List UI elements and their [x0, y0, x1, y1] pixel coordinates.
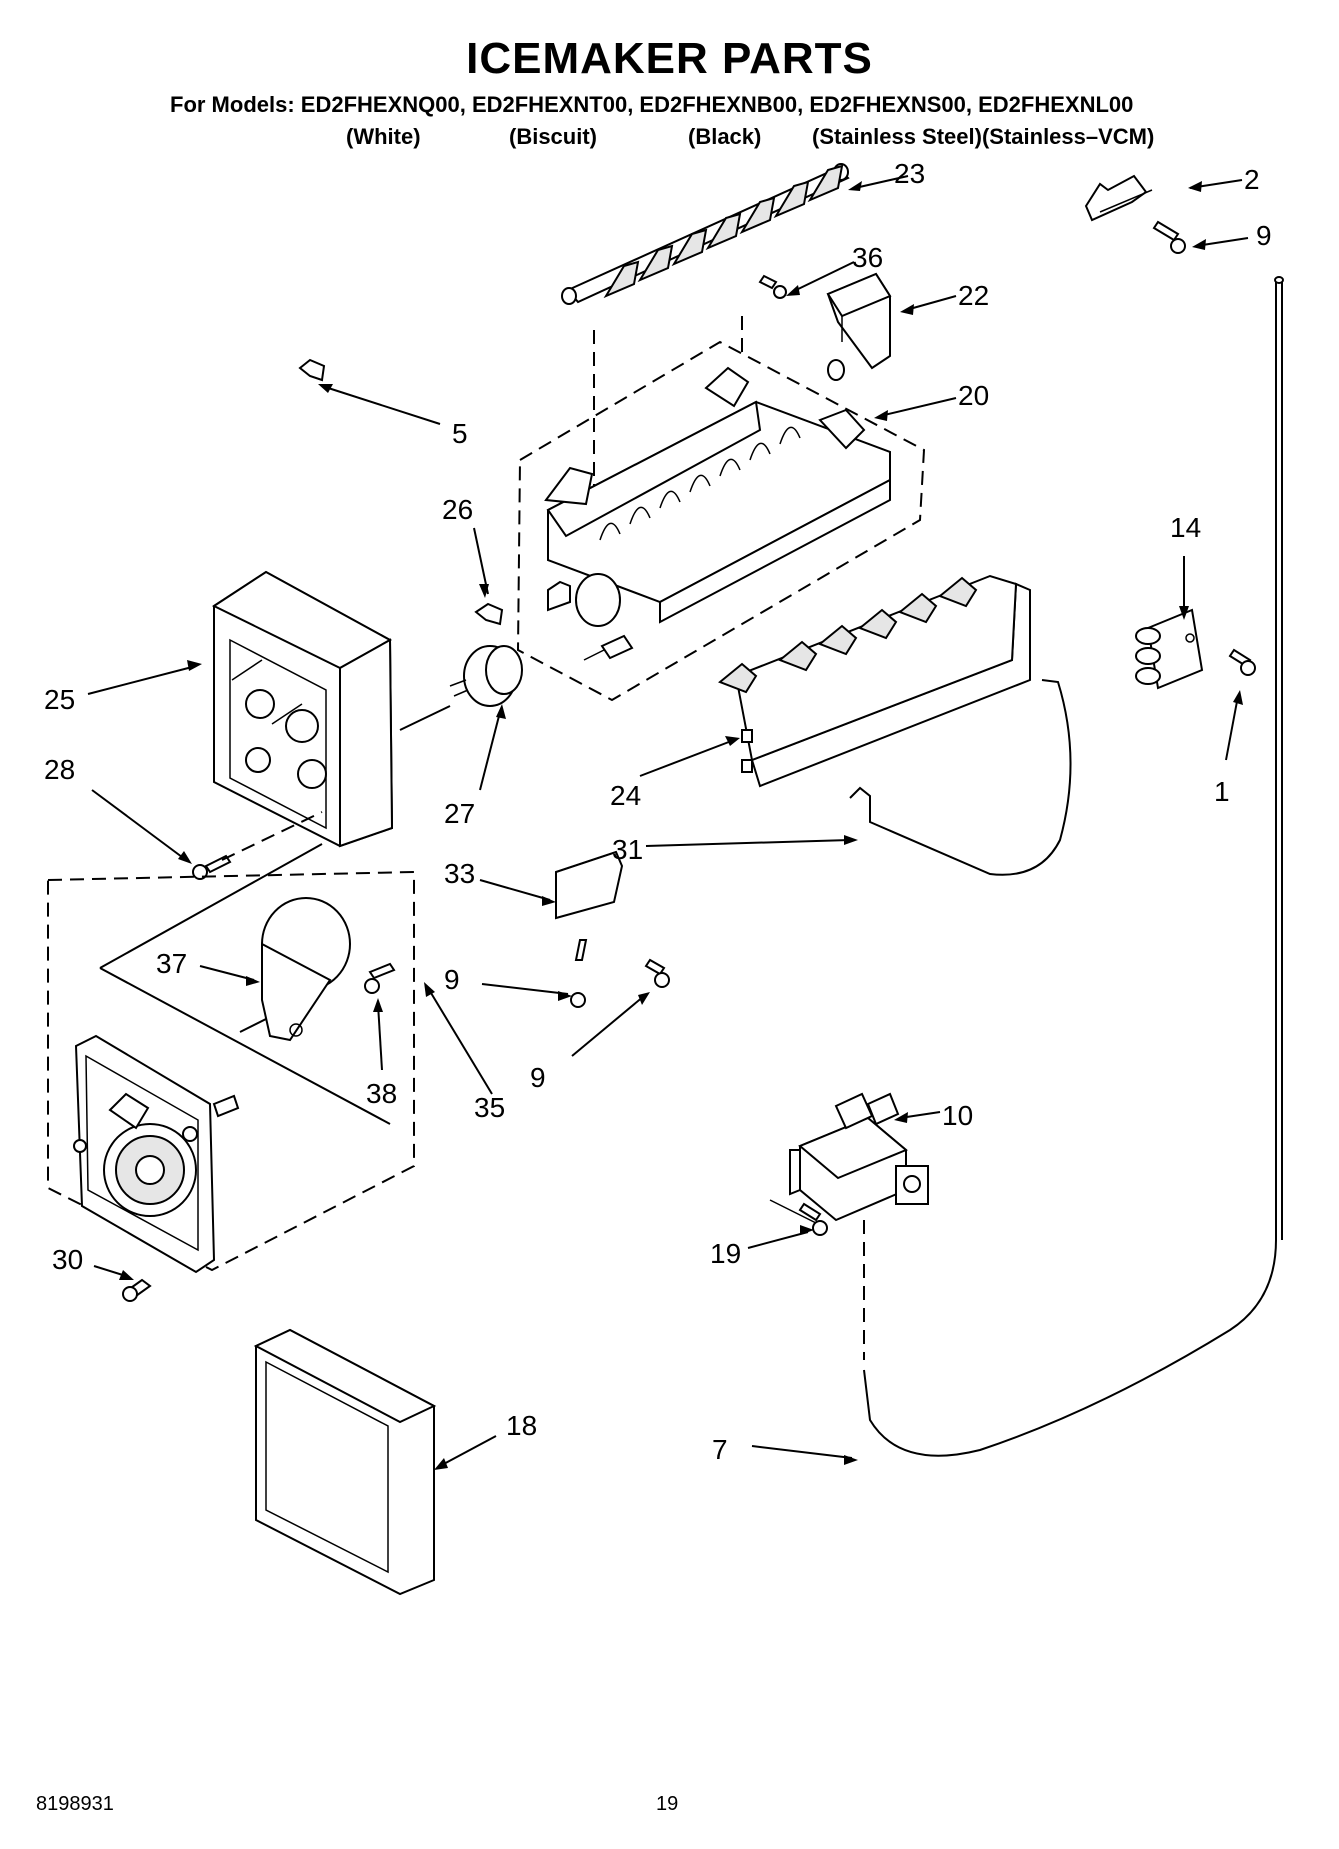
callout-14: 14	[1170, 512, 1202, 543]
part-27-thermostat	[449, 645, 523, 707]
callout-37: 37	[156, 948, 188, 979]
callout-33: 33	[444, 858, 476, 889]
callout-9: 9	[1256, 220, 1272, 251]
part-5-clip	[298, 358, 326, 382]
callout-24: 24	[610, 780, 642, 811]
callout-26: 26	[442, 494, 474, 525]
color-white: (White)	[346, 124, 421, 149]
callout-9-mid: 9	[444, 964, 460, 995]
part-36-screw	[758, 274, 787, 299]
module-gear-plate	[73, 1034, 240, 1274]
doc-number: 8198931	[36, 1793, 114, 1815]
models-line: For Models: ED2FHEXNQ00, ED2FHEXNT00, ED…	[170, 92, 1134, 117]
callout-30: 30	[52, 1244, 84, 1275]
page-title: ICEMAKER PARTS	[466, 34, 873, 83]
callout-28: 28	[44, 754, 76, 785]
part-9-screw-right	[644, 958, 670, 988]
callout-27: 27	[444, 798, 476, 829]
callout-36: 36	[852, 242, 884, 273]
part-22-fill-cup	[826, 272, 892, 381]
page-number: 19	[656, 1793, 679, 1815]
callout-10: 10	[942, 1100, 974, 1131]
callout-25: 25	[44, 684, 76, 715]
callout-22: 22	[958, 280, 990, 311]
color-stainless: (Stainless Steel)(Stainless–VCM)	[812, 124, 1155, 149]
part-23-stripper	[561, 163, 850, 305]
color-biscuit: (Biscuit)	[509, 124, 597, 149]
part-18-cover	[253, 1328, 437, 1596]
callout-31: 31	[612, 834, 644, 865]
part-19-screw	[798, 1202, 828, 1236]
part-30-screw	[122, 1278, 152, 1302]
callout-5: 5	[452, 418, 468, 449]
callout-38: 38	[366, 1078, 398, 1109]
part-1-screw	[1228, 648, 1256, 676]
part-26-clip	[474, 602, 504, 626]
part-9-screw-top	[1152, 220, 1186, 254]
part-35-module-outline	[47, 870, 415, 1272]
callout-2: 2	[1244, 164, 1260, 195]
color-black: (Black)	[688, 124, 762, 149]
part-24-trough	[718, 574, 1031, 788]
part-33-cover	[555, 850, 624, 920]
part-20-ice-mold	[544, 366, 891, 661]
callout-23: 23	[894, 158, 926, 189]
callout-7: 7	[712, 1434, 728, 1465]
callout-9-low: 9	[530, 1062, 546, 1093]
part-9-screw-left	[570, 939, 588, 1008]
callout-18: 18	[506, 1410, 538, 1441]
part-14-clip	[1135, 608, 1204, 690]
part-38-screw	[364, 962, 396, 994]
part-10-water-valve	[769, 1092, 929, 1229]
callout-20: 20	[958, 380, 990, 411]
part-7-fill-tube	[863, 280, 1277, 1457]
part-25-control-housing	[211, 570, 394, 848]
part-37-motor	[261, 897, 351, 1042]
callout-1: 1	[1214, 776, 1230, 807]
part-2-clip	[1084, 174, 1153, 222]
part-31-shutoff-arm	[849, 679, 1072, 876]
callout-19: 19	[710, 1238, 742, 1269]
callout-35: 35	[474, 1092, 506, 1123]
